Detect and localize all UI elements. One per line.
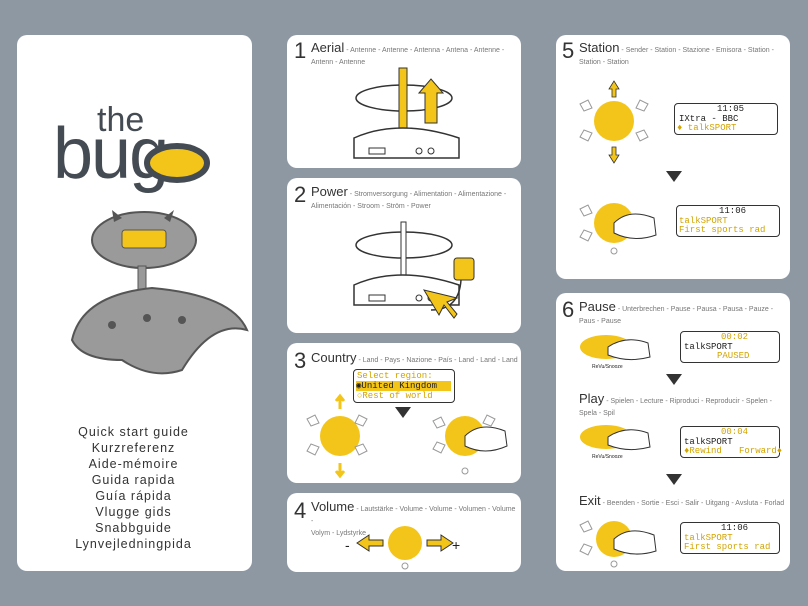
step-number: 1 [294, 38, 307, 63]
step-number: 5 [562, 38, 575, 63]
step-number: 3 [294, 348, 307, 373]
down-arrow-icon [666, 474, 682, 485]
select-dial-icon [306, 393, 368, 479]
step-number: 2 [294, 182, 307, 207]
volume-plus-label: + [452, 537, 461, 553]
down-arrow-icon [395, 407, 411, 418]
cover-card: the bug Quick start guide Kurzreferenz A… [17, 35, 252, 571]
play-heading: Play - Spielen - Lecture - Riproduci - R… [579, 391, 772, 417]
lcd-region-display: Select region: ◉United Kingdom ○Rest of … [353, 369, 455, 403]
lcd-station-list: 11:05 IXtra - BBC ♦ talkSPORT [674, 103, 778, 135]
step-pause-card: 6 Pause - Unterbrechen - Pause - Pausa -… [556, 293, 790, 571]
quickstart-es: Guía rápida [95, 489, 172, 503]
step-heading: Country - Land - Pays - Nazione - País -… [311, 350, 518, 365]
down-arrow-icon [666, 171, 682, 182]
volume-dial-icon [356, 526, 454, 570]
press-dial-icon [432, 414, 508, 475]
station-dial-icon [579, 80, 649, 164]
radio-power-illustration [353, 221, 475, 319]
revu-button-icon [580, 335, 651, 361]
volume-minus-label: - [345, 537, 350, 553]
step-heading: Aerial - Antenne - Antenne - Antenna - A… [311, 40, 505, 66]
step-aerial-card: 1 Aerial - Antenne - Antenne - Antenna -… [287, 35, 521, 168]
step-country-card: 3 Country - Land - Pays - Nazione - País… [287, 343, 521, 483]
step-volume-card: 4 Volume - Lautstärke - Volume - Volume … [287, 493, 521, 572]
revu-label: ReVu/Snooze [592, 454, 623, 460]
quickstart-nl: Vlugge gids [95, 505, 172, 519]
step-heading: Pause - Unterbrechen - Pause - Pausa - P… [579, 299, 774, 325]
exit-heading: Exit - Beenden - Sortie - Esci - Salir -… [579, 493, 785, 508]
station-press-icon [579, 203, 657, 255]
step-power-card: 2 Power - Stromversorgung - Alimentation… [287, 178, 521, 333]
lcd-paused: 00:02 talkSPORT PAUSED [680, 331, 780, 363]
step-heading: Volume - Lautstärke - Volume - Volume - … [311, 499, 516, 537]
quickstart-de: Kurzreferenz [91, 441, 176, 455]
brand-the: the [97, 101, 145, 139]
step-number: 6 [562, 297, 575, 322]
down-arrow-icon [666, 374, 682, 385]
quickstart-sv: Snabbguide [95, 521, 172, 535]
exit-press-icon [579, 520, 657, 568]
step-heading: Power - Stromversorgung - Alimentation -… [311, 184, 507, 210]
step-station-card: 5 Station - Sender - Station - Stazione … [556, 35, 790, 279]
step-heading: Station - Sender - Station - Stazione - … [579, 40, 774, 66]
radio-aerial-illustration [353, 67, 460, 159]
bug-radio-illustration [70, 210, 249, 375]
revu-hold-icon [580, 425, 651, 451]
lcd-station-selected: 11:06 talkSPORT First sports rad [676, 205, 780, 237]
quickstart-it: Guida rapida [91, 473, 176, 487]
brand-dot-icon [144, 143, 210, 183]
lcd-playing: 00:04 talkSPORT ♦Rewind Forward♦ [680, 426, 782, 458]
quickstart-fr: Aide-mémoire [88, 457, 179, 471]
lcd-exit: 11:06 talkSPORT First sports rad [680, 522, 780, 554]
revu-label: ReVu/Snooze [592, 364, 623, 370]
quickstart-da: Lynvejledningpida [75, 537, 192, 551]
quickstart-en: Quick start guide [78, 425, 189, 439]
step-number: 4 [294, 498, 307, 523]
